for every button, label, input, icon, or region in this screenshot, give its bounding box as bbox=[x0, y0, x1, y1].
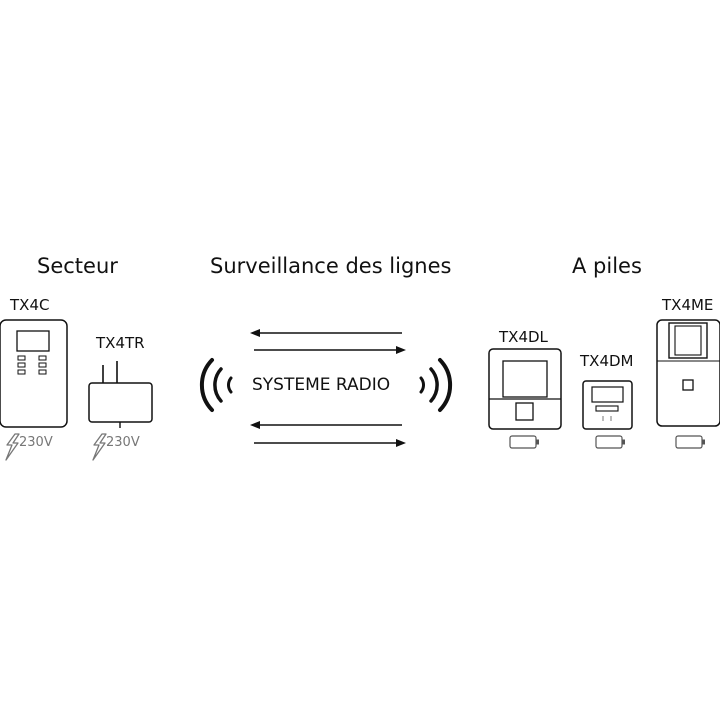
heading-secteur: Secteur bbox=[37, 254, 118, 278]
device-tx4tr bbox=[88, 361, 153, 428]
arrow-right-icon bbox=[254, 346, 406, 354]
heading-a-piles: A piles bbox=[572, 254, 642, 278]
device-tx4dm bbox=[582, 380, 633, 430]
voltage-tx4c: 230V bbox=[19, 435, 53, 450]
device-tx4c bbox=[0, 319, 68, 428]
label-tx4dl: TX4DL bbox=[499, 328, 548, 346]
voltage-tx4tr: 230V bbox=[106, 435, 140, 450]
label-tx4dm: TX4DM bbox=[580, 352, 634, 370]
arrow-right-icon bbox=[254, 439, 406, 447]
arrow-left-icon bbox=[250, 421, 402, 429]
battery-icon bbox=[675, 435, 706, 449]
radio-system-label: SYSTEME RADIO bbox=[252, 375, 391, 395]
label-tx4c: TX4C bbox=[10, 296, 50, 314]
device-tx4dl bbox=[488, 348, 562, 430]
battery-icon bbox=[509, 435, 540, 449]
label-tx4me: TX4ME bbox=[662, 296, 714, 314]
battery-icon bbox=[595, 435, 626, 449]
radio-wave-icon bbox=[199, 358, 233, 412]
heading-surveillance: Surveillance des lignes bbox=[210, 254, 452, 278]
label-tx4tr: TX4TR bbox=[96, 334, 145, 352]
arrow-left-icon bbox=[250, 329, 402, 337]
radio-wave-icon bbox=[419, 358, 453, 412]
device-tx4me bbox=[656, 319, 720, 427]
lightning-icon bbox=[5, 433, 20, 461]
lightning-icon bbox=[92, 433, 107, 461]
